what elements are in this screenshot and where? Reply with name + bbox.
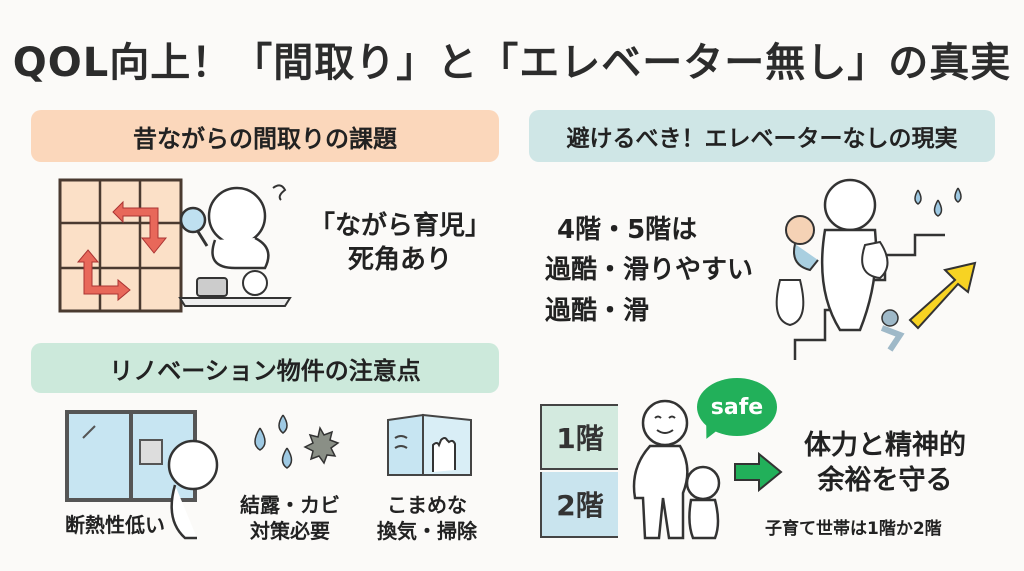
floor-plan-icon	[58, 178, 183, 313]
floor-1-block: 1階	[540, 404, 618, 470]
floor-1-label: 1階	[556, 422, 604, 455]
renovation-item-1-line1: 断熱性低い	[65, 513, 165, 537]
window-cleaning-illustration	[65, 410, 219, 540]
renovation-item-2-line1: 結露・カビ	[240, 493, 340, 517]
condensation-mold-icon	[254, 414, 340, 469]
result-line2: 余裕を守る	[817, 465, 953, 497]
renovation-item-2-line2: 対策必要	[250, 519, 330, 543]
parent-child-illustration	[632, 399, 721, 540]
renovation-item-3-line2: 換気・掃除	[377, 519, 477, 543]
layout-issues-heading: 昔ながらの間取りの課題	[31, 110, 499, 162]
floor-2-block: 2階	[540, 472, 618, 538]
stairs-text-line2: 過酷・滑りやすい	[545, 255, 754, 286]
safe-speech-bubble: safe	[697, 378, 777, 436]
result-line1: 体力と精神的	[804, 430, 966, 461]
page-title: QOL向上！「間取り」と「エレベーター無し」の真実	[12, 40, 1012, 86]
renovation-heading: リノベーション物件の注意点	[31, 343, 499, 393]
renovation-item-3-line1: こまめな	[387, 493, 467, 517]
layout-caption-line2: 死角あり	[347, 244, 452, 275]
stairs-text-line1: 4階・5階は	[557, 215, 698, 245]
floor-2-label: 2階	[556, 489, 604, 522]
safe-bubble-text: safe	[710, 394, 764, 420]
no-elevator-heading: 避けるべき！エレベーターなしの現実	[529, 110, 995, 162]
stairs-text-line3: 過酷・滑	[545, 295, 650, 326]
right-arrow-icon	[734, 451, 783, 493]
stairs-climbing-illustration	[775, 178, 977, 360]
layout-caption-line1: 「ながら育児」	[308, 211, 491, 241]
recommendation-note: 子育て世帯は1階か2階	[765, 519, 942, 539]
ventilation-cleaning-icon	[387, 413, 472, 476]
parent-cooking-illustration	[178, 184, 292, 307]
